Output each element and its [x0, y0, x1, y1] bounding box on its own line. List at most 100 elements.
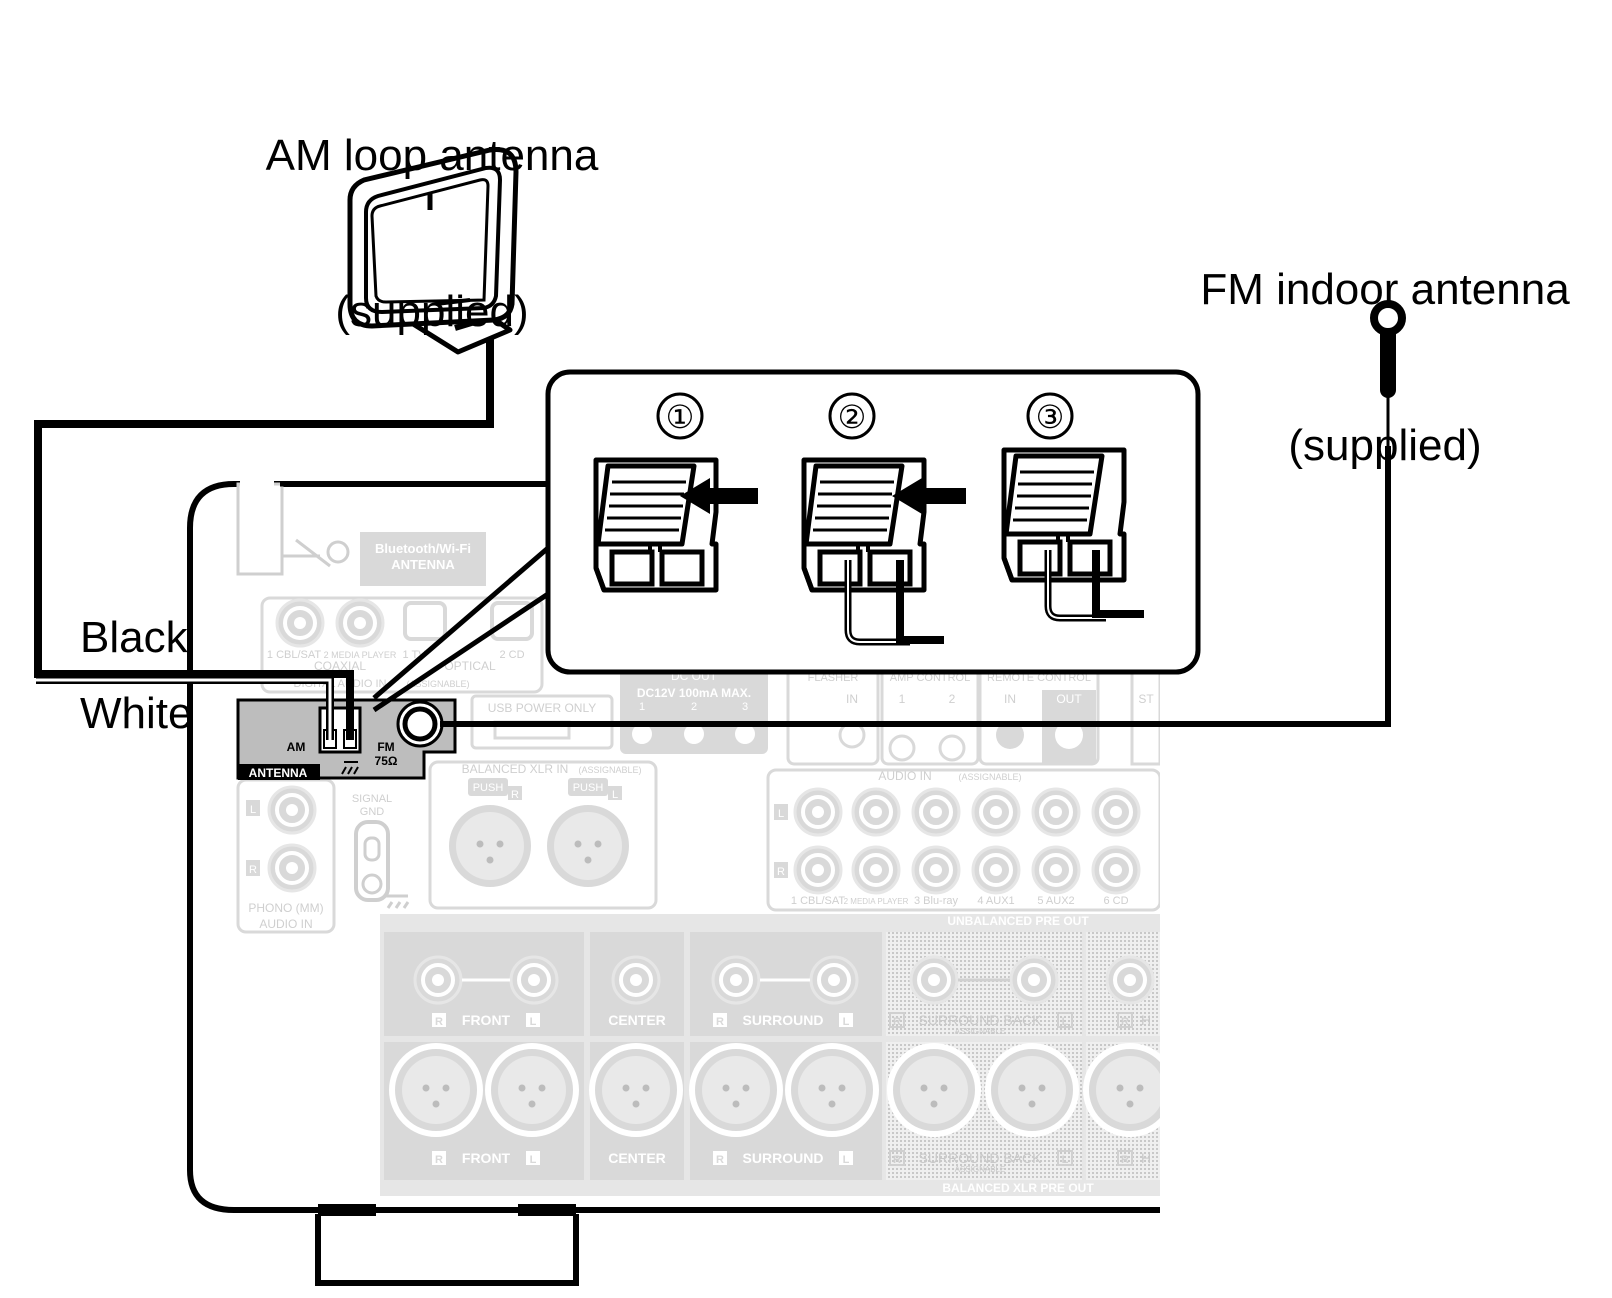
- xlr-in-l: L: [612, 789, 618, 801]
- fm-ohm-label: 75Ω: [375, 754, 398, 768]
- push-arrow-icon-1: [680, 478, 758, 514]
- sb-l-up: L: [1062, 1016, 1069, 1028]
- usb-label: USB POWER ONLY: [488, 701, 596, 715]
- am-antenna-subtitle: (supplied): [335, 287, 529, 336]
- dc-out-3: 3: [742, 701, 748, 713]
- xlr-in-r: R: [511, 789, 519, 801]
- dig-in-4: 2 CD: [499, 649, 524, 661]
- bt-antenna-label-2: ANTENNA: [391, 557, 455, 572]
- dc-out-spec: DC12V 100mA MAX.: [637, 686, 751, 700]
- step-3: ③: [1004, 392, 1144, 622]
- flasher-title: FLASHER: [808, 672, 859, 684]
- step-3-number: ③: [1036, 399, 1065, 435]
- fm-antenna-cable: [440, 352, 1396, 727]
- phono-r: R: [249, 864, 257, 876]
- phono-label: PHONO (MM): [248, 901, 323, 915]
- remote-control-title: REMOTE CONTROL: [987, 672, 1091, 684]
- dig-in-1: 1 CBL/SAT: [267, 649, 321, 661]
- audio-in-r: R: [777, 866, 785, 878]
- am-loop-antenna-icon: [347, 146, 519, 355]
- am-antenna-cable: [34, 336, 494, 740]
- amp-control-2: 2: [949, 692, 956, 706]
- black-wire-label: Black: [80, 613, 188, 662]
- center-label-low: CENTER: [608, 1150, 666, 1166]
- dig-in-coaxial: COAXIAL: [314, 659, 366, 673]
- audio-in-input-6: 6 CD: [1103, 895, 1128, 907]
- front-r-low: R: [435, 1154, 443, 1166]
- audio-in-input-5: 5 AUX2: [1037, 895, 1074, 907]
- sb-assignable-low: ASSIGNABLE: [955, 1165, 1006, 1174]
- balanced-pre-out-title: BALANCED XLR PRE OUT: [942, 1181, 1094, 1195]
- push-arrow-icon-2: [892, 478, 966, 514]
- xlr-in-push-1: PUSH: [473, 782, 504, 794]
- h-r-up: R: [1121, 1016, 1129, 1028]
- connection-steps-callout: ① ② ③: [280, 369, 1201, 713]
- front-l-low: L: [530, 1154, 537, 1166]
- front-label-low: FRONT: [462, 1150, 511, 1166]
- amp-control-title: AMP CONTROL: [890, 672, 970, 684]
- st-cut-label: ST: [1138, 692, 1154, 706]
- surround-l-up: L: [843, 1016, 850, 1028]
- signal-gnd-2: GND: [360, 806, 385, 818]
- surround-back-label-up: SURROUND BACK: [919, 1012, 1043, 1028]
- flasher-in: IN: [846, 692, 858, 706]
- fm-antenna-title: FM indoor antenna: [1200, 265, 1570, 314]
- amp-control-1: 1: [899, 692, 906, 706]
- dig-in-optical: OPTICAL: [444, 659, 496, 673]
- surround-l-low: L: [843, 1154, 850, 1166]
- surround-label-up: SURROUND: [743, 1012, 824, 1028]
- audio-in-input-3: 3 Blu-ray: [914, 895, 959, 907]
- fm-terminal-label: FM: [377, 740, 394, 754]
- step-2: ②: [804, 392, 966, 646]
- xlr-in-title: BALANCED XLR IN: [462, 762, 569, 776]
- dig-in-assignable: (ASSIGNABLE): [406, 679, 469, 689]
- remote-control-out: OUT: [1056, 692, 1082, 706]
- sb-l-low: L: [1062, 1154, 1069, 1166]
- surround-back-label-low: SURROUND BACK: [919, 1150, 1043, 1166]
- step-1: ①: [596, 392, 758, 590]
- audio-in-input-1: 1 CBL/SAT: [791, 895, 845, 907]
- receiver-rear-panel: Bluetooth/Wi-Fi ANTENNA 1 CBL/SAT 2 MEDI…: [187, 456, 1220, 1286]
- white-wire-label: White: [80, 689, 193, 738]
- step-2-number: ②: [838, 399, 867, 435]
- am-terminal-label: AM: [287, 740, 306, 754]
- audio-in-title: AUDIO IN: [878, 769, 931, 783]
- dc-out-2: 2: [691, 701, 697, 713]
- sb-r-low: R: [893, 1154, 901, 1166]
- audio-in-input-2: 2 MEDIA PLAYER: [844, 897, 909, 906]
- audio-in-input-4: 4 AUX1: [977, 895, 1014, 907]
- dig-in-2: 2 MEDIA PLAYER: [324, 650, 397, 660]
- h-label-low: H: [1141, 1150, 1151, 1166]
- xlr-in-push-2: PUSH: [573, 782, 604, 794]
- front-r-up: R: [435, 1016, 443, 1028]
- surround-label-low: SURROUND: [743, 1150, 824, 1166]
- signal-gnd-1: SIGNAL: [352, 793, 392, 805]
- surround-r-low: R: [716, 1154, 724, 1166]
- audio-in-l: L: [778, 808, 784, 820]
- am-antenna-label: AM loop antenna (supplied): [232, 26, 632, 390]
- audio-in-assignable: (ASSIGNABLE): [958, 772, 1021, 782]
- remote-control-in: IN: [1004, 692, 1016, 706]
- dc-out-1: 1: [639, 701, 645, 713]
- sb-r-up: R: [893, 1016, 901, 1028]
- bt-antenna-label-1: Bluetooth/Wi-Fi: [375, 541, 471, 556]
- phono-l: L: [250, 804, 256, 816]
- unbalanced-pre-out-title: UNBALANCED PRE OUT: [947, 914, 1089, 928]
- h-r-low: R: [1121, 1154, 1129, 1166]
- fm-antenna-subtitle: (supplied): [1288, 421, 1482, 470]
- front-label-up: FRONT: [462, 1012, 511, 1028]
- center-label-up: CENTER: [608, 1012, 666, 1028]
- surround-r-up: R: [716, 1016, 724, 1028]
- sb-assignable-up: ASSIGNABLE: [955, 1027, 1006, 1036]
- antenna-block-label: ANTENNA: [249, 766, 308, 780]
- xlr-in-assignable: (ASSIGNABLE): [578, 765, 641, 775]
- fm-antenna-label: FM indoor antenna (supplied): [1180, 160, 1590, 524]
- front-l-up: L: [530, 1016, 537, 1028]
- step-1-number: ①: [666, 399, 695, 435]
- phono-audio-in: AUDIO IN: [259, 917, 312, 931]
- am-antenna-title: AM loop antenna: [265, 131, 599, 180]
- h-label-up: H: [1141, 1012, 1151, 1028]
- fm-antenna-plug-icon: [1370, 300, 1406, 364]
